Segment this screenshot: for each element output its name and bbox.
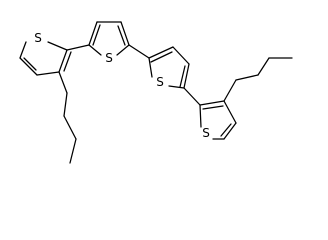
bond <box>220 123 232 137</box>
bond <box>47 41 68 51</box>
bond <box>223 122 237 140</box>
bond <box>235 74 259 81</box>
sulfur-atom-label: S <box>202 126 210 140</box>
bond <box>202 105 224 110</box>
bond-ring-a-ring-b <box>66 44 90 51</box>
sulfur-atom-label: S <box>105 51 113 65</box>
thiophene-ring-d <box>199 100 237 140</box>
bond <box>69 138 77 164</box>
thiophene-ring-a <box>19 41 72 76</box>
sulfur-atom-label: S <box>156 75 164 89</box>
bond <box>223 100 237 124</box>
bond <box>199 104 202 128</box>
bond <box>179 65 186 88</box>
bond-ring-c-ring-d <box>183 87 201 106</box>
bond <box>168 85 185 89</box>
butyl-chain-left <box>58 71 77 164</box>
bond <box>19 41 27 59</box>
thiophene-ring-b <box>88 21 130 56</box>
bond <box>257 57 270 76</box>
sulfur-atom-label: S <box>34 31 42 45</box>
bond <box>172 46 190 65</box>
bond-ring-b-ring-c <box>128 44 150 59</box>
bond <box>223 79 237 102</box>
butyl-chain-right <box>223 57 293 102</box>
bond <box>150 51 173 63</box>
bond <box>120 21 130 46</box>
bond <box>23 57 37 71</box>
bond <box>199 100 225 106</box>
bond <box>117 25 126 46</box>
bond <box>19 57 38 76</box>
bond <box>148 57 153 78</box>
bond <box>88 21 98 46</box>
bond <box>36 71 60 76</box>
bond <box>58 71 68 94</box>
bond <box>63 92 68 117</box>
bond <box>88 44 102 56</box>
bond <box>148 46 174 59</box>
bond <box>92 24 101 46</box>
bond <box>58 49 68 73</box>
bond <box>63 115 77 140</box>
thiophene-ring-c <box>148 46 190 89</box>
bond <box>183 63 190 89</box>
molecule-structure-diagram: S S S S <box>19 21 293 164</box>
bond <box>116 44 130 56</box>
bond <box>63 51 72 72</box>
